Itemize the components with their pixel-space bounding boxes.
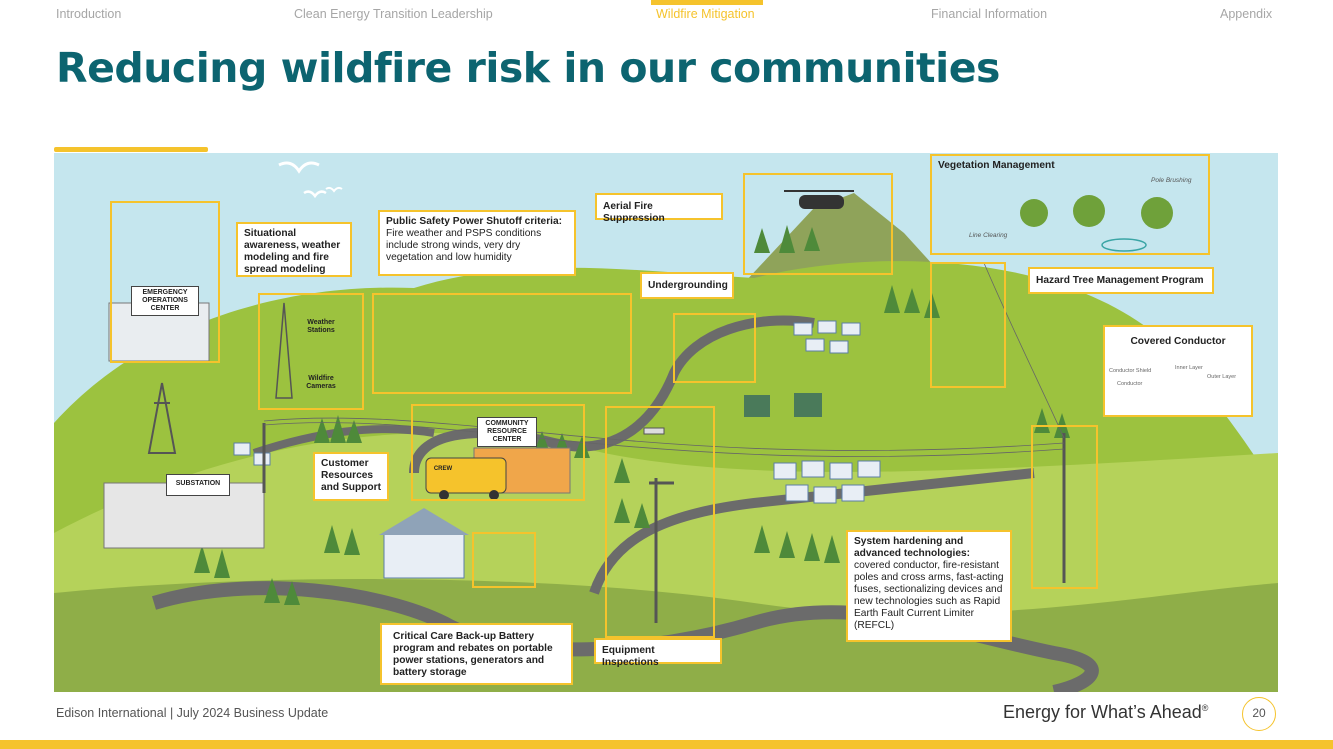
callout-customer: Customer Resources and Support	[313, 452, 389, 501]
label-community-center: COMMUNITY RESOURCE CENTER	[477, 417, 537, 447]
psps-frame	[372, 293, 632, 394]
system-frame	[1031, 425, 1098, 589]
nav-tab-clean-energy[interactable]: Clean Energy Transition Leadership	[294, 7, 493, 21]
community-frame	[411, 404, 585, 501]
eoc-frame	[110, 201, 220, 363]
callout-psps: Public Safety Power Shutoff criteria: Fi…	[378, 210, 576, 276]
registered-mark: ®	[1201, 703, 1209, 713]
callout-critical-care: Critical Care Back-up Battery program an…	[380, 623, 573, 685]
label-substation: SUBSTATION	[166, 474, 230, 496]
label-eoc: EMERGENCY OPERATIONS CENTER	[131, 286, 199, 316]
active-tab-indicator	[651, 0, 763, 5]
label-conductor: Conductor	[1117, 381, 1143, 387]
hazard-frame	[930, 262, 1006, 388]
label-conductor-shield: Conductor Shield	[1109, 368, 1152, 374]
label-line-clearing: Line Clearing	[969, 232, 1008, 239]
callout-covered-conductor: Covered Conductor	[1103, 325, 1253, 417]
undergrounding-frame	[673, 313, 756, 383]
tagline-text: Energy for What’s Ahead	[1003, 702, 1202, 722]
label-wildfire-cameras: Wildfire Cameras	[306, 375, 336, 390]
bottom-accent-bar	[0, 740, 1333, 749]
label-pole-brushing: Pole Brushing	[1151, 177, 1192, 184]
callout-undergrounding: Undergrounding	[640, 272, 734, 299]
callout-hazard-tree: Hazard Tree Management Program	[1028, 267, 1214, 294]
nav-tab-introduction[interactable]: Introduction	[56, 7, 122, 21]
nav-tab-wildfire-mitigation[interactable]: Wildfire Mitigation	[656, 7, 755, 21]
callout-system-hardening: System hardening and advanced technologi…	[846, 530, 1012, 642]
callout-aerial: Aerial Fire Suppression	[595, 193, 723, 224]
section-nav: Introduction Clean Energy Transition Lea…	[0, 0, 1333, 30]
battery-frame	[472, 532, 536, 588]
footer-tagline: Energy for What’s Ahead®	[1003, 702, 1208, 723]
weather-frame	[258, 293, 364, 410]
label-crew: CREW	[433, 466, 453, 472]
label-inner-layer: Inner Layer	[1175, 365, 1203, 371]
label-weather-stations: Weather Stations	[307, 319, 335, 334]
page-title: Reducing wildfire risk in our communitie…	[56, 44, 1000, 92]
nav-tab-financial-information[interactable]: Financial Information	[931, 7, 1048, 21]
label-outer-layer: Outer Layer	[1207, 374, 1237, 380]
callout-equipment: Equipment Inspections	[594, 638, 722, 668]
callout-situational: Situational awareness, weather modeling …	[236, 222, 352, 277]
nav-tab-appendix[interactable]: Appendix	[1220, 7, 1273, 21]
footer-source: Edison International | July 2024 Busines…	[56, 706, 329, 720]
page-number: 20	[1242, 697, 1276, 731]
aerial-frame	[743, 173, 893, 275]
accent-line	[54, 147, 208, 152]
callout-vegetation: Vegetation Management	[930, 154, 1210, 255]
equipment-frame	[605, 406, 715, 638]
